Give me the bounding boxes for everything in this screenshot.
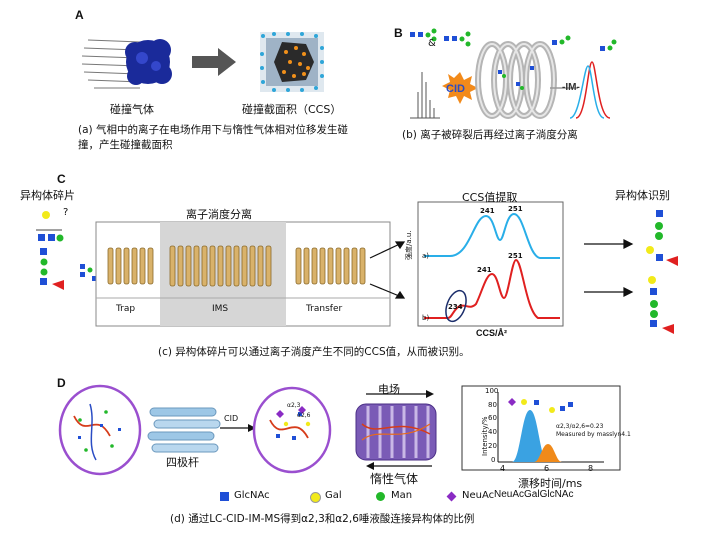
cid-label: CID	[446, 83, 465, 95]
annot-a26: α2,6	[297, 412, 311, 419]
ytick-0: 0	[491, 456, 496, 464]
ampersand: &	[428, 38, 436, 49]
peak-a23	[512, 410, 548, 462]
compound-label: NeuAcGalGlcNAc	[494, 489, 574, 500]
legend-gal: Gal	[325, 490, 342, 501]
ytick-80: 80	[488, 401, 497, 409]
xtick-4: 4	[500, 464, 506, 473]
ims-title: 离子淌度分离	[186, 208, 252, 221]
glcnac-square-icon	[220, 492, 229, 501]
xtick-8: 8	[588, 464, 594, 473]
transfer-label: Transfer	[306, 304, 343, 314]
peak-a-241: 241	[480, 207, 495, 215]
legend-man: Man	[391, 490, 413, 501]
isomer-fragment-label: 异构体碎片	[20, 189, 75, 202]
fragment-glycan	[36, 211, 64, 290]
cid-label-d: CID	[224, 414, 239, 423]
ccs-label: 碰撞截面积（CCS）	[242, 103, 342, 116]
neuac-diamond-icon	[446, 491, 457, 502]
legend-glcnac: GlcNAc	[234, 490, 270, 501]
peak-b-251: 251	[508, 252, 523, 260]
panel-c-illustration	[36, 201, 678, 334]
cell-left	[58, 384, 142, 476]
xtick-6: 6	[544, 464, 550, 473]
ims-label: IMS	[212, 304, 229, 314]
trace-b	[424, 258, 560, 319]
man-circle-icon	[376, 492, 385, 501]
isomer-id-label: 异构体识别	[615, 189, 670, 202]
collision-gas-label: 碰撞气体	[110, 103, 154, 116]
im-label: -IM-	[562, 82, 580, 93]
panel-b-caption: (b) 离子被碎裂后再经过离子淌度分离	[402, 129, 578, 141]
protein-blob	[125, 39, 172, 85]
panel-b-illustration	[410, 28, 617, 119]
panel-d-label: D	[57, 376, 66, 390]
panel-c-caption: (c) 异构体碎片可以通过离子淌度产生不同的CCS值，从而被识别。	[158, 346, 470, 358]
cell-fragments	[252, 386, 332, 474]
drift-chart-yaxis: Intensity/%	[481, 416, 489, 456]
drift-time-xaxis: 漂移时间/ms	[518, 477, 583, 490]
panel-a-illustration	[81, 32, 324, 92]
field-label: 电场	[378, 383, 400, 396]
cid-burst	[442, 72, 478, 104]
isomer-glycan-1	[646, 210, 678, 266]
ccs-chart-frame	[417, 201, 564, 327]
trace-a	[424, 212, 560, 259]
legend-neuac: NeuAc	[462, 490, 495, 501]
peak-b-241: 241	[477, 266, 492, 274]
peak-b-234: 234	[448, 303, 463, 311]
panel-c-label: C	[57, 172, 66, 186]
drift-tube	[355, 403, 437, 461]
ccs-chart-yaxis: 强度/a.u.	[405, 230, 413, 260]
trace-b-label: b)	[422, 314, 430, 322]
peak-a26	[534, 444, 562, 462]
ccs-square	[260, 32, 324, 92]
panel-a-label: A	[75, 8, 84, 22]
ytick-60: 60	[488, 414, 497, 422]
quadrupole-rods	[147, 407, 221, 453]
question-mark: ?	[63, 207, 69, 218]
glycan-icon-2	[444, 31, 471, 47]
ccs-extract-label: CCS值提取	[462, 191, 518, 204]
ratio-text: α2,3/α2,6=0.23	[556, 423, 604, 430]
annot-a23: α2,3	[287, 402, 301, 409]
trace-a-label: a)	[422, 252, 430, 260]
gal-circle-icon	[310, 492, 321, 503]
measured-text: Measured by masslyn4.1	[556, 431, 631, 438]
panel-b-label: B	[394, 26, 403, 40]
trap-label: Trap	[116, 304, 136, 314]
quadrupole-label: 四极杆	[166, 456, 199, 469]
right-arrow	[192, 48, 236, 76]
inert-gas-label: 惰性气体	[370, 472, 419, 486]
glycan-icon-1	[410, 28, 437, 42]
peak-a-251: 251	[508, 205, 523, 213]
isomer-glycan-2	[648, 276, 674, 334]
monosaccharide-legend: GlcNAc Gal Man NeuAc	[220, 490, 540, 504]
ytick-100: 100	[485, 387, 499, 395]
ytick-20: 20	[488, 442, 497, 450]
panel-d-illustration	[58, 384, 621, 476]
ytick-40: 40	[488, 428, 497, 436]
panel-d-caption: (d) 通过LC-CID-IM-MS得到α2,3和α2,6唾液酸连接异构体的比例	[170, 513, 475, 525]
panel-a-caption: (a) 气相中的离子在电场作用下与惰性气体相对位移发生碰撞，产生碰撞截面积	[78, 124, 348, 151]
ccs-chart-xaxis: CCS/Å²	[476, 328, 507, 338]
